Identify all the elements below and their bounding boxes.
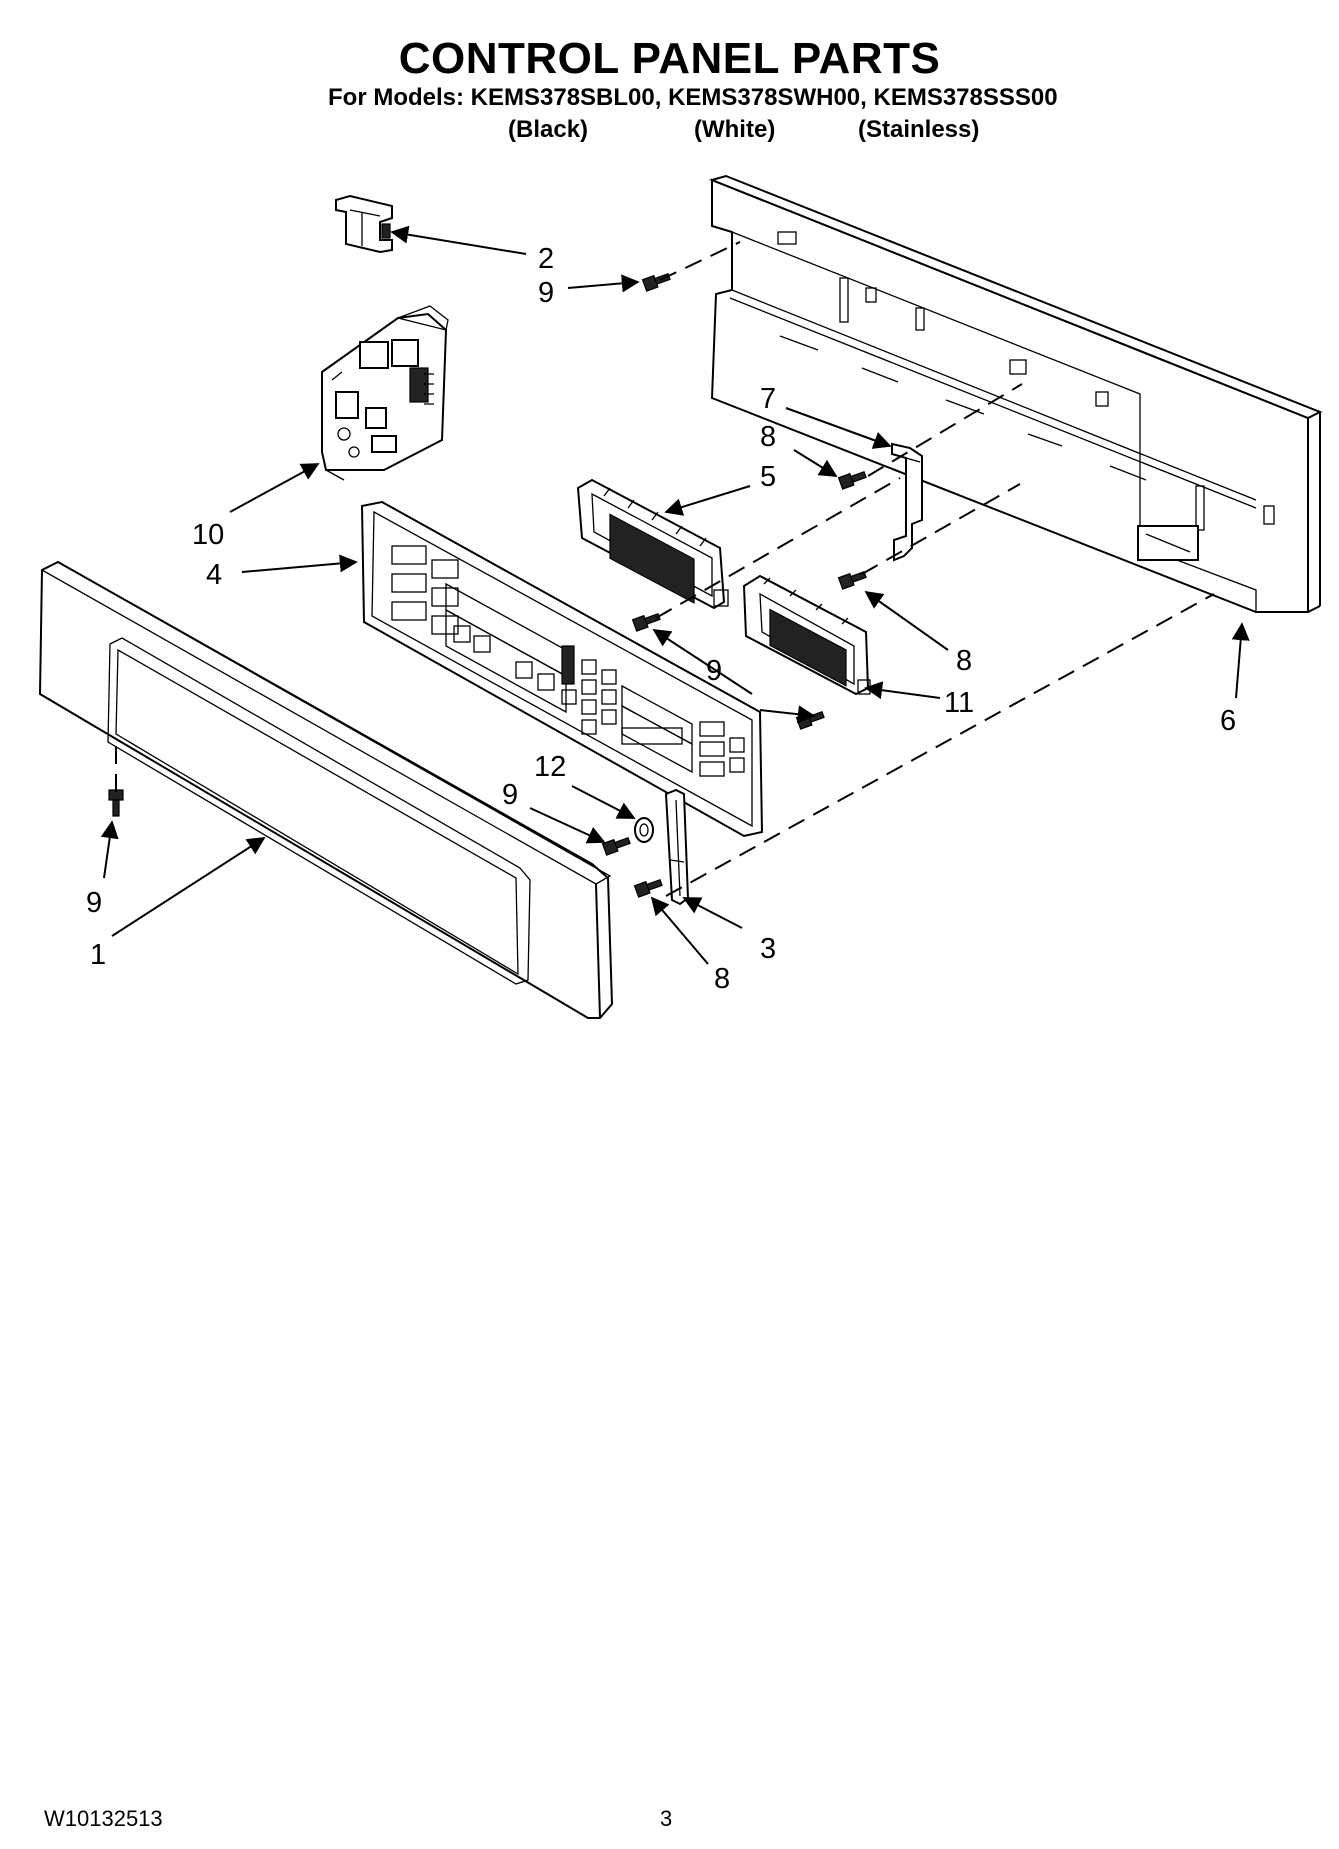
callout-2: 2 (538, 243, 554, 275)
page-title: CONTROL PANEL PARTS (398, 34, 941, 83)
part-2-bracket (335, 194, 393, 254)
part-1-front-trim (38, 560, 614, 1019)
callout-8-bottom: 8 (714, 963, 730, 995)
callout-6: 6 (1220, 705, 1236, 737)
part-11-display-module (742, 574, 871, 696)
callouts: 2 9 7 8 5 10 4 8 6 9 11 12 9 3 8 9 1 (86, 243, 1236, 995)
variant-stainless: (Stainless) (858, 116, 980, 143)
page-number: 3 (660, 1806, 673, 1831)
callout-4: 4 (206, 559, 222, 591)
models-line: For Models: KEMS378SBL00, KEMS378SWH00, … (328, 84, 1058, 111)
part-5-display-module (576, 478, 729, 610)
part-4-overlay (360, 500, 764, 838)
document-code: W10132513 (44, 1806, 163, 1831)
part-6-rear-frame (708, 174, 1323, 613)
part-7-bracket (891, 442, 923, 562)
callout-9-top: 9 (538, 277, 554, 309)
callout-7: 7 (760, 383, 776, 415)
part-12-grommet (634, 817, 654, 843)
callout-5: 5 (760, 461, 776, 493)
leader-arrows (100, 225, 1250, 965)
part-10-control-board (321, 305, 449, 481)
callout-12: 12 (534, 751, 566, 783)
callout-3: 3 (760, 933, 776, 965)
callout-1: 1 (90, 939, 106, 971)
callout-8-upper: 8 (760, 421, 776, 453)
variant-white: (White) (694, 116, 776, 143)
callout-9-lower: 9 (502, 779, 518, 811)
callout-10: 10 (192, 519, 224, 551)
callout-11: 11 (944, 687, 974, 719)
assembly-lines (115, 241, 1215, 897)
callout-8-right: 8 (956, 645, 972, 677)
part-3-side-bracket (664, 788, 690, 906)
callout-9-mid: 9 (706, 655, 722, 687)
callout-9-left: 9 (86, 887, 102, 919)
variant-black: (Black) (508, 116, 589, 143)
